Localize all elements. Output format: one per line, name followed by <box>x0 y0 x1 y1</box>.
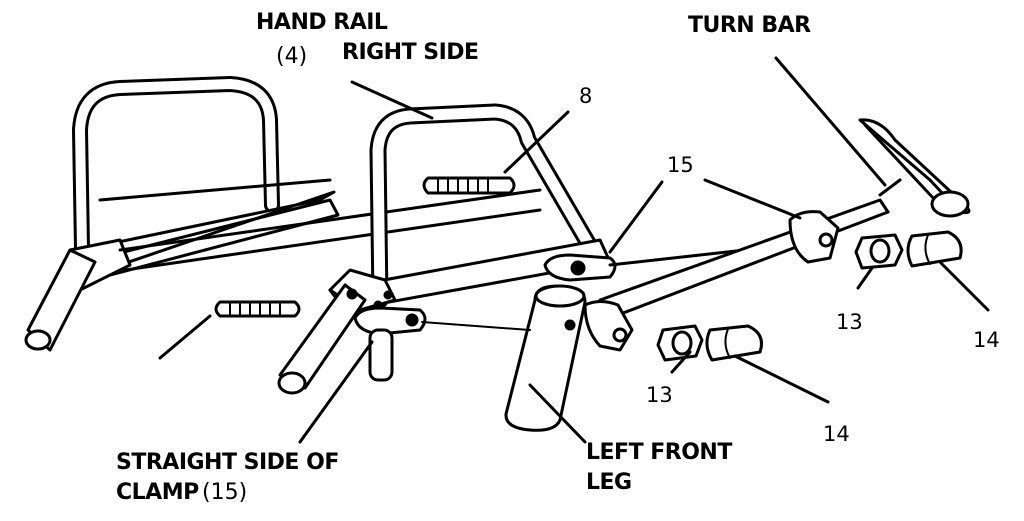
hand-rail-part-label: (4) <box>276 44 308 69</box>
part-14-right-label: 14 <box>973 328 1000 352</box>
left-front-leg <box>504 284 634 432</box>
clamp-15 <box>353 306 427 382</box>
hand-rail-label: HAND RAIL <box>256 10 388 35</box>
left-front-label: LEFT FRONT <box>586 440 732 465</box>
part-14-lower-label: 14 <box>823 422 850 446</box>
clamp-part-label: (15) <box>202 480 248 505</box>
part-13-lower-label: 13 <box>646 383 673 407</box>
cap-14-right <box>906 230 963 268</box>
leg-label: LEG <box>586 470 632 495</box>
bolt-8-upper <box>422 176 516 195</box>
right-side-label: RIGHT SIDE <box>342 40 479 65</box>
cap-14-lower <box>705 324 763 362</box>
turn-bar-label: TURN BAR <box>688 13 811 38</box>
turn-bar <box>598 118 971 320</box>
part-8-label: 8 <box>579 84 593 108</box>
right-hand-rail <box>277 103 612 395</box>
leader-lines <box>158 56 990 444</box>
left-hand-rail <box>24 76 542 352</box>
part-15-label: 15 <box>667 153 694 177</box>
bolt-8-lower <box>214 300 301 318</box>
clamp-label: CLAMP <box>116 480 199 505</box>
straight-side-label: STRAIGHT SIDE OF <box>116 450 339 475</box>
part-13-right-label: 13 <box>836 310 863 334</box>
nut-13-lower <box>656 324 704 362</box>
nut-13-right <box>854 233 904 270</box>
